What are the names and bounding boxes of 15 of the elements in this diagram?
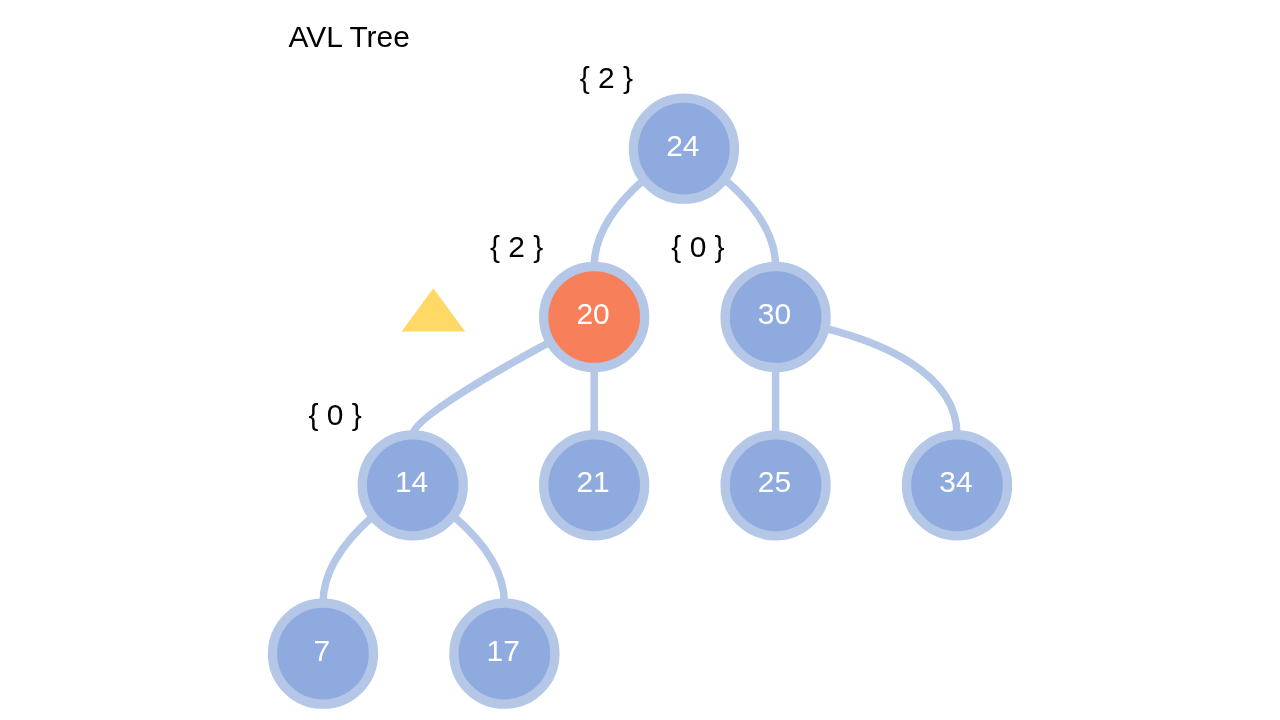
node-label: { 0 } xyxy=(671,229,725,263)
node-label: { 2 } xyxy=(579,61,633,95)
node-circle: 24 xyxy=(628,93,740,204)
node-circle: 20 xyxy=(539,261,650,373)
node-circle: 30 xyxy=(720,261,831,373)
node-triangle xyxy=(401,288,466,332)
node-label: { 2 } xyxy=(489,229,544,263)
node-circle: 7 xyxy=(267,598,379,709)
node-circle: 17 xyxy=(449,598,560,709)
node-circle: 14 xyxy=(357,430,468,541)
diagram-title: AVL Tree xyxy=(288,20,410,54)
node-circle: 34 xyxy=(901,430,1013,541)
node-circle: 25 xyxy=(720,430,831,541)
node-label: { 0 } xyxy=(308,398,362,432)
node-circle: 21 xyxy=(539,430,650,541)
